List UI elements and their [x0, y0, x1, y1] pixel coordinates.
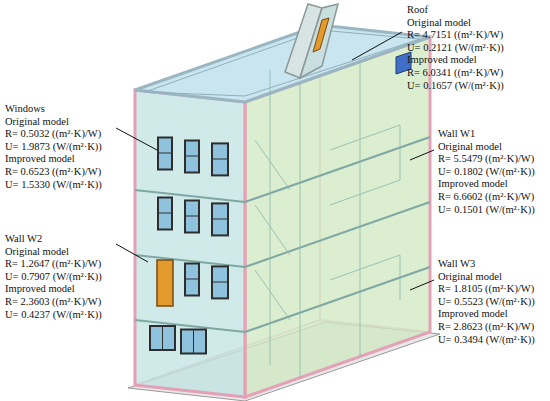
- roof: [135, 25, 430, 102]
- callout-text: R= 0.6523 ((m²·K)/W): [5, 166, 101, 179]
- callout-text: U= 0.5523 (W/(m²·K)): [438, 296, 535, 309]
- roof-door: [313, 18, 329, 52]
- callout-text: Original model: [5, 246, 69, 259]
- callout-text: Improved model: [438, 308, 508, 321]
- callout-text: Improved model: [407, 54, 477, 67]
- callout-text: Improved model: [5, 153, 75, 166]
- callout-text: R= 2.3603 ((m²·K)/W): [5, 296, 101, 309]
- callout-heading: Windows: [5, 103, 45, 116]
- callout-text: U= 1.5330 (W/(m²·K)): [5, 179, 102, 192]
- callout-text: R= 5.5479 ((m²·K)/W): [438, 153, 534, 166]
- interior-lines: [255, 62, 400, 378]
- roof-parapet: [145, 30, 420, 96]
- callout-text: U= 0.7907 (W/(m²·K)): [5, 271, 102, 284]
- callout-text: U= 0.4237 (W/(m²·K)): [5, 309, 102, 322]
- callout-text: R= 6.6602 ((m²·K)/W): [438, 191, 534, 204]
- windows: [150, 138, 228, 354]
- stair-tower: [300, 4, 338, 78]
- front-facade: [135, 90, 245, 397]
- callout-text: U= 0.1501 (W/(m²·K)): [438, 204, 535, 217]
- leader-lines: [116, 32, 434, 290]
- callout-heading: Wall W3: [438, 258, 475, 271]
- window-mullions: [158, 153, 228, 354]
- callout-text: R= 6.0341 ((m²·K)/W): [407, 67, 503, 80]
- door: [157, 260, 173, 306]
- callout-text: R= 2.8623 ((m²·K)/W): [438, 321, 534, 334]
- callout-text: Original model: [407, 17, 471, 30]
- callout-text: U= 0.2121 (W/(m²·K)): [407, 42, 504, 55]
- callout-text: R= 4.7151 ((m²·K)/W): [407, 29, 503, 42]
- callout-text: Original model: [438, 141, 502, 154]
- callout-text: R= 0.5032 ((m²·K)/W): [5, 128, 101, 141]
- callout-text: U= 0.1657 (W/(m²·K)): [407, 80, 504, 93]
- callout-heading: Wall W2: [5, 233, 42, 246]
- callout-text: R= 1.2647 ((m²·K)/W): [5, 258, 101, 271]
- callout-text: Original model: [438, 271, 502, 284]
- callout-text: U= 0.1802 (W/(m²·K)): [438, 166, 535, 179]
- callout-text: Improved model: [438, 178, 508, 191]
- callout-heading: Wall W1: [438, 128, 475, 141]
- callout-heading: Roof: [407, 4, 428, 17]
- floor-slabs: [135, 137, 430, 332]
- callout-text: R= 1.8105 ((m²·K)/W): [438, 283, 534, 296]
- callout-text: U= 0.3494 (W/(m²·K)): [438, 334, 535, 347]
- callout-text: Original model: [5, 116, 69, 129]
- callout-text: Improved model: [5, 283, 75, 296]
- callout-text: U= 1.9873 (W/(m²·K)): [5, 141, 102, 154]
